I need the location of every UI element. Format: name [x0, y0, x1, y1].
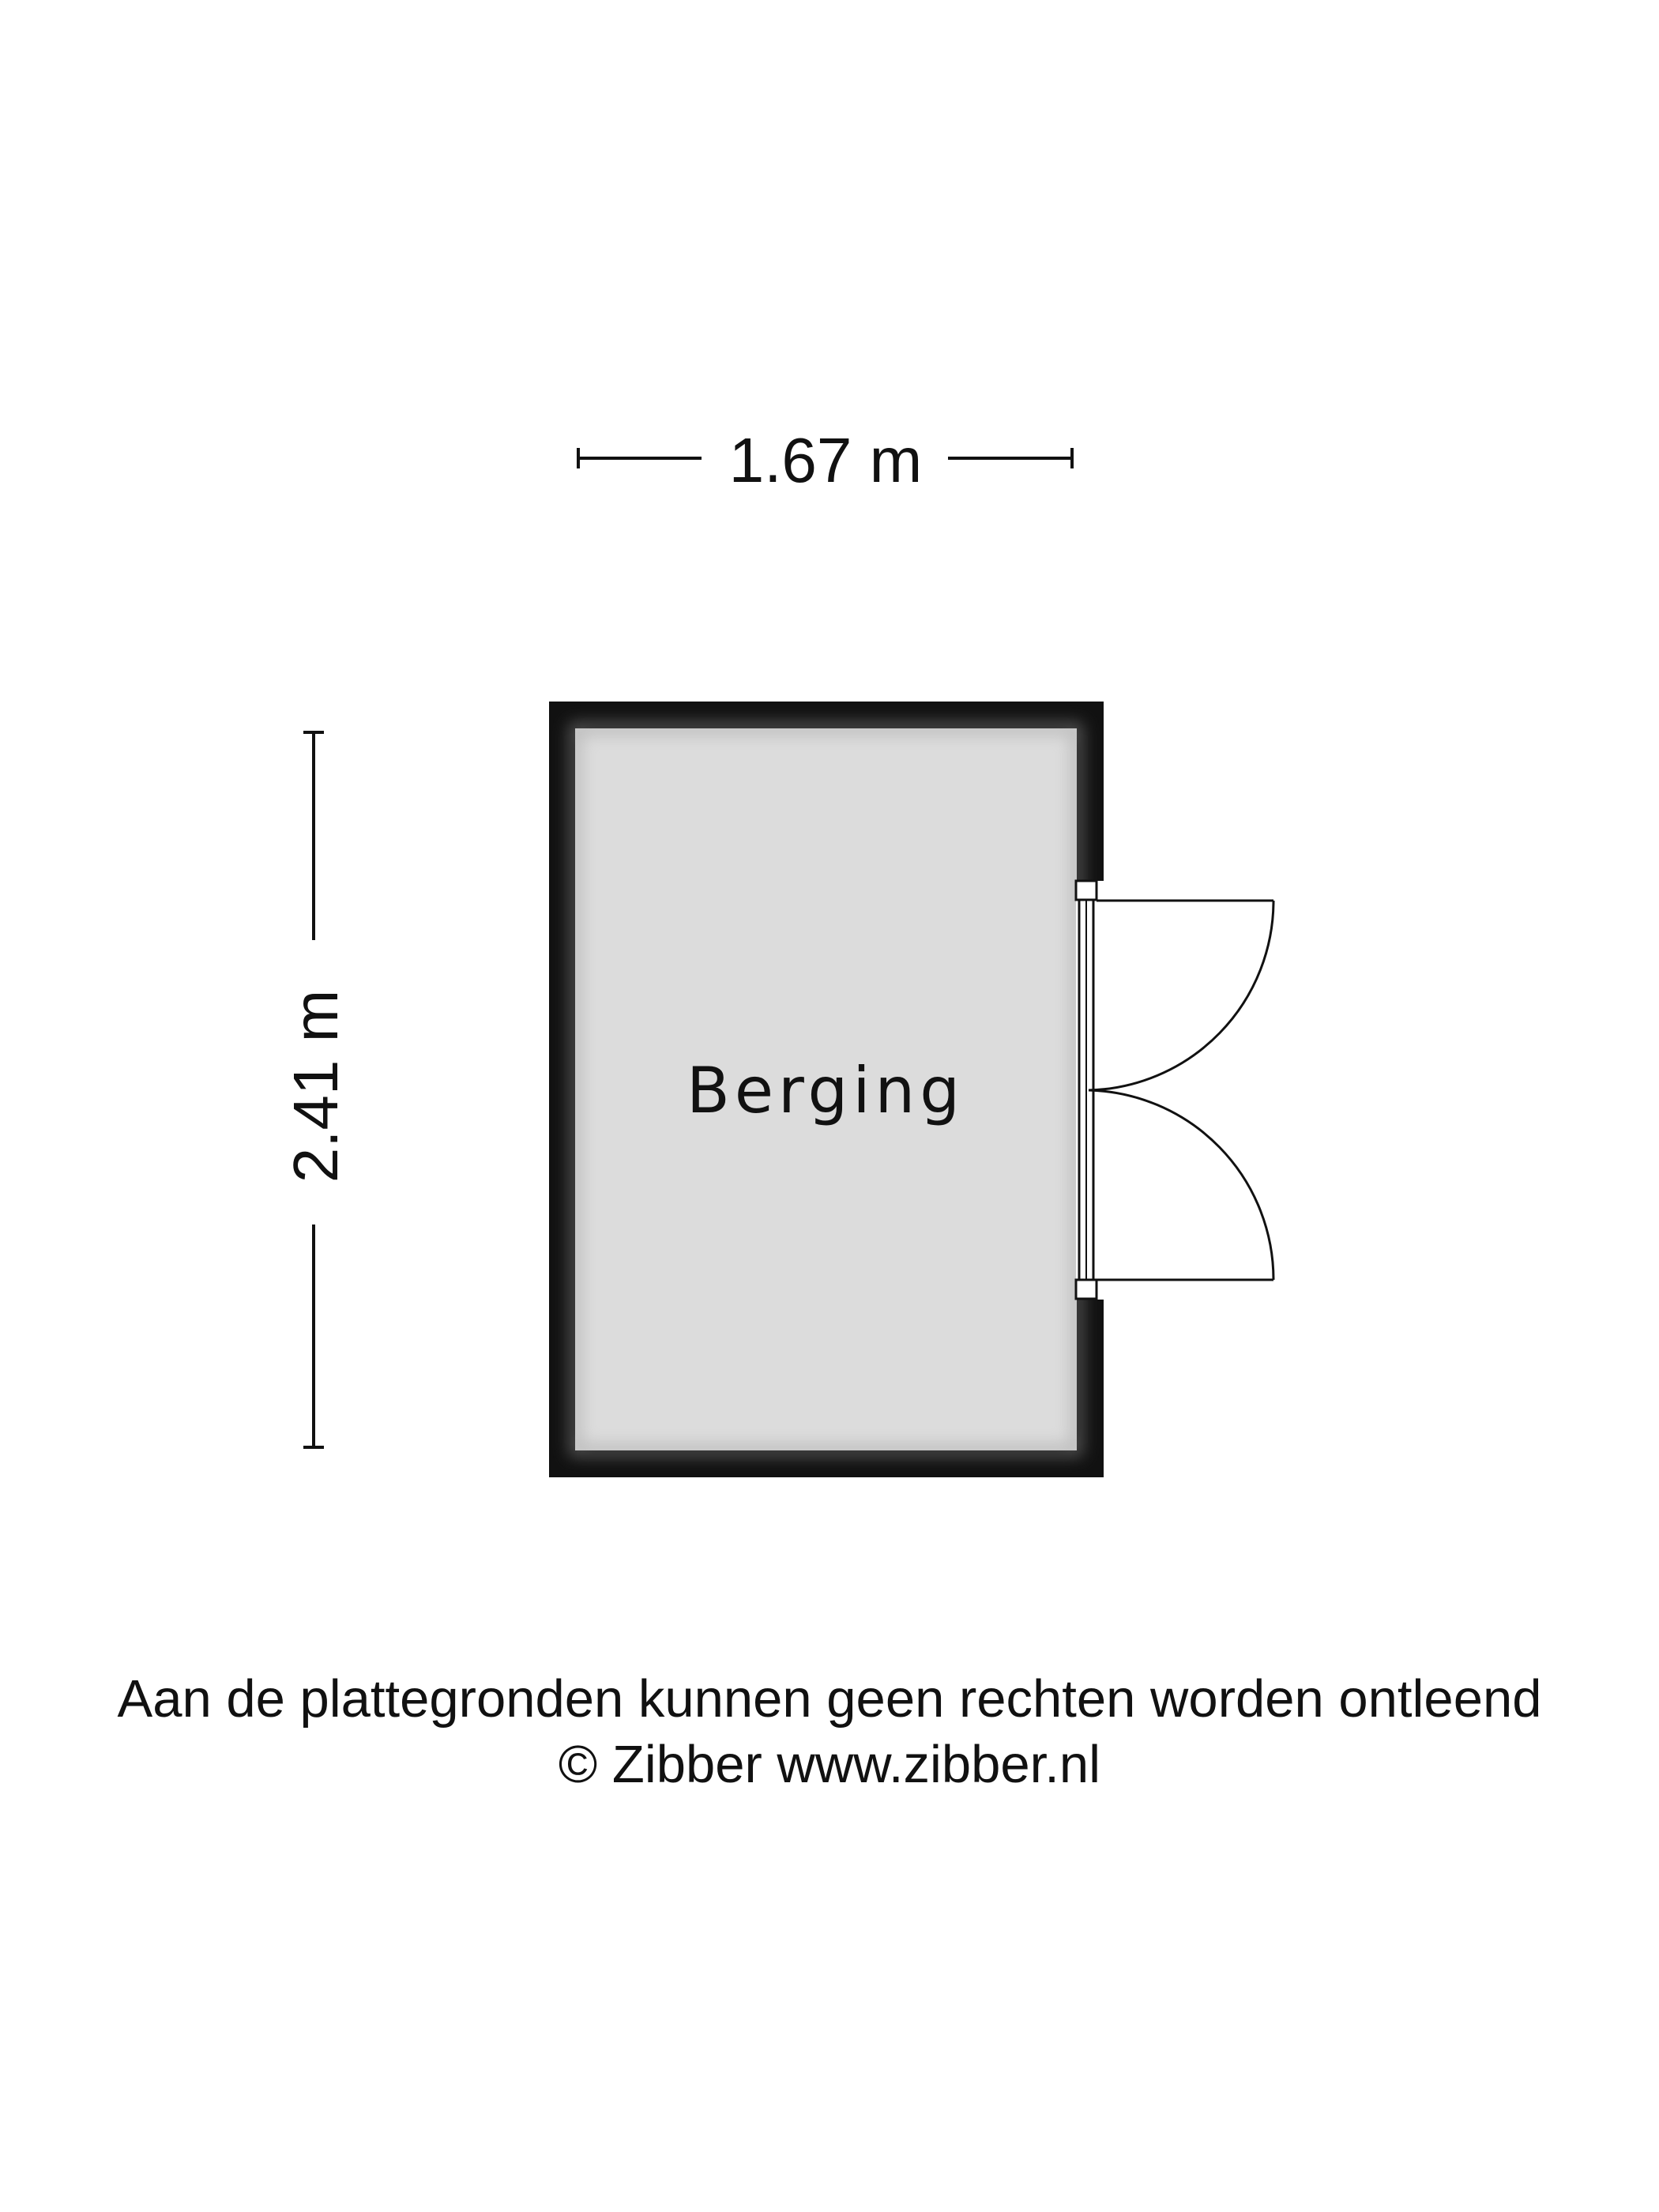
- disclaimer-text: Aan de plattegronden kunnen geen rechten…: [117, 1669, 1542, 1729]
- door-jamb-top: [1074, 879, 1098, 901]
- room-floor: [575, 728, 1077, 1450]
- room-berging: Berging: [549, 702, 1275, 1477]
- height-dimension-label: 2.41 m: [280, 990, 351, 1183]
- door-swing-lower: [1088, 1089, 1275, 1281]
- copyright-text: © Zibber www.zibber.nl: [558, 1735, 1101, 1794]
- width-dimension-label: 1.67 m: [729, 425, 923, 495]
- door-swing-upper: [1088, 900, 1275, 1092]
- door-jamb-bottom: [1074, 1278, 1098, 1300]
- height-dimension: 2.41 m: [280, 731, 351, 1449]
- room-label: Berging: [687, 1054, 965, 1127]
- width-dimension: 1.67 m: [577, 425, 1074, 495]
